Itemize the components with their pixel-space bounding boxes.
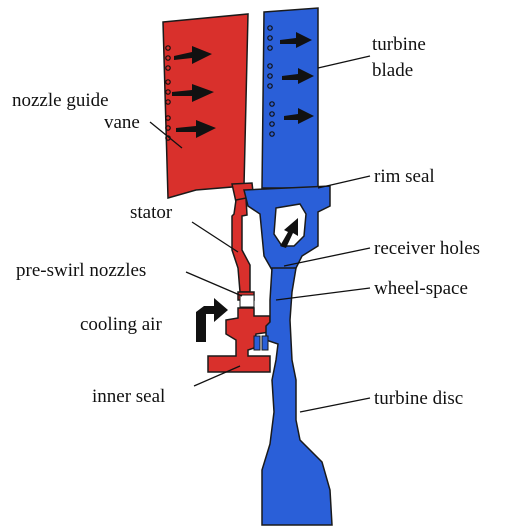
label-turbine-blade-2: blade: [372, 60, 413, 81]
label-nozzle-guide-vane-2: vane: [104, 112, 140, 133]
leader-turbine-blade: [318, 56, 370, 68]
label-stator: stator: [130, 202, 173, 223]
label-rim-seal: rim seal: [374, 166, 435, 187]
label-turbine-blade-1: turbine: [372, 34, 426, 55]
leader-turbine-disc: [300, 398, 370, 412]
cooling-air-arrow-icon: [196, 298, 228, 342]
stator-arm: [232, 198, 250, 292]
label-nozzle-guide-vane-1: nozzle guide: [12, 90, 109, 111]
leader-pre-swirl-nozzles: [186, 272, 242, 296]
label-cooling-air: cooling air: [80, 314, 162, 335]
label-wheel-space: wheel-space: [374, 278, 468, 299]
label-pre-swirl-nozzles: pre-swirl nozzles: [16, 260, 146, 281]
pre-swirl-nozzle-gap: [240, 295, 254, 307]
label-inner-seal: inner seal: [92, 386, 165, 407]
turbine-blade: [262, 8, 318, 188]
turbine-disc-body: [262, 268, 332, 525]
rotor-assembly: [244, 8, 332, 525]
leader-rim-seal: [318, 176, 370, 188]
leader-stator: [192, 222, 238, 252]
nozzle-guide-vane: [163, 14, 248, 198]
inner-seal-teeth: [254, 336, 268, 350]
label-turbine-disc: turbine disc: [374, 388, 463, 409]
label-receiver-holes: receiver holes: [374, 238, 480, 259]
